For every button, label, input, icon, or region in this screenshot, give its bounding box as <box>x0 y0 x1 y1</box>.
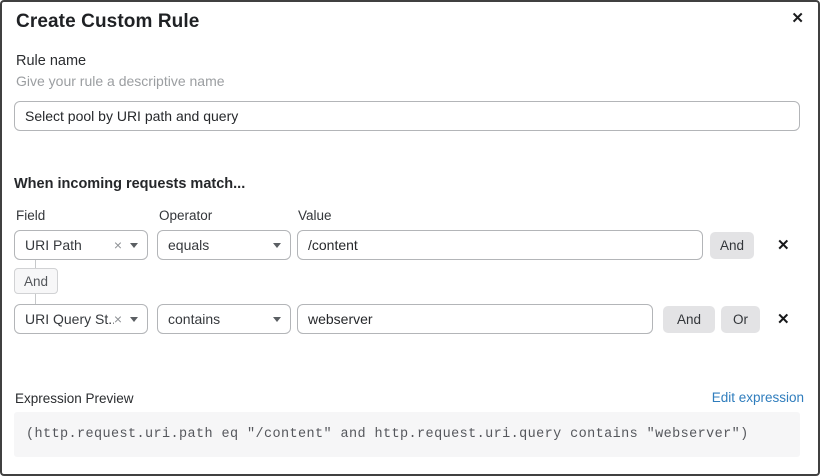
chevron-down-icon <box>273 316 281 322</box>
connector-line-top <box>35 260 36 268</box>
operator-column-label: Operator <box>159 208 213 223</box>
field-column-label: Field <box>16 208 46 223</box>
rule-name-helper: Give your rule a descriptive name <box>16 73 225 89</box>
delete-condition-icon-row2[interactable]: ✕ <box>777 311 790 328</box>
add-and-condition-button-row1[interactable]: And <box>710 232 755 259</box>
operator-select-row2[interactable]: contains <box>157 304 291 334</box>
and-connector-badge: And <box>14 268 58 294</box>
clear-icon[interactable]: × <box>113 311 122 327</box>
operator-select-row2-value: contains <box>168 311 221 327</box>
add-or-condition-button-row2[interactable]: Or <box>721 306 760 333</box>
field-select-row2-value: URI Query St... <box>25 311 114 327</box>
field-select-row1-value: URI Path <box>25 237 82 253</box>
operator-select-row1-value: equals <box>168 237 210 253</box>
expression-preview-label: Expression Preview <box>15 391 134 406</box>
value-column-label: Value <box>298 208 332 223</box>
value-input-row2[interactable] <box>297 304 653 334</box>
field-select-row2[interactable]: URI Query St... × <box>14 304 148 334</box>
dialog-title: Create Custom Rule <box>16 11 200 32</box>
value-input-row1[interactable] <box>297 230 703 260</box>
delete-condition-icon-row1[interactable]: ✕ <box>777 237 790 254</box>
clear-icon[interactable]: × <box>113 237 122 253</box>
connector-line-bottom <box>35 294 36 304</box>
expression-code: (http.request.uri.path eq "/content" and… <box>26 427 749 442</box>
chevron-down-icon <box>273 242 281 248</box>
operator-select-row1[interactable]: equals <box>157 230 291 260</box>
add-and-condition-button-row2[interactable]: And <box>663 306 716 333</box>
rule-name-input[interactable] <box>14 101 800 131</box>
field-select-row1[interactable]: URI Path × <box>14 230 148 260</box>
edit-expression-link[interactable]: Edit expression <box>711 390 804 405</box>
expression-preview-block: (http.request.uri.path eq "/content" and… <box>14 412 800 457</box>
close-icon[interactable]: ✕ <box>787 7 808 30</box>
rule-name-label: Rule name <box>16 53 87 69</box>
chevron-down-icon <box>130 316 138 322</box>
match-heading: When incoming requests match... <box>14 176 246 192</box>
chevron-down-icon <box>130 242 138 248</box>
